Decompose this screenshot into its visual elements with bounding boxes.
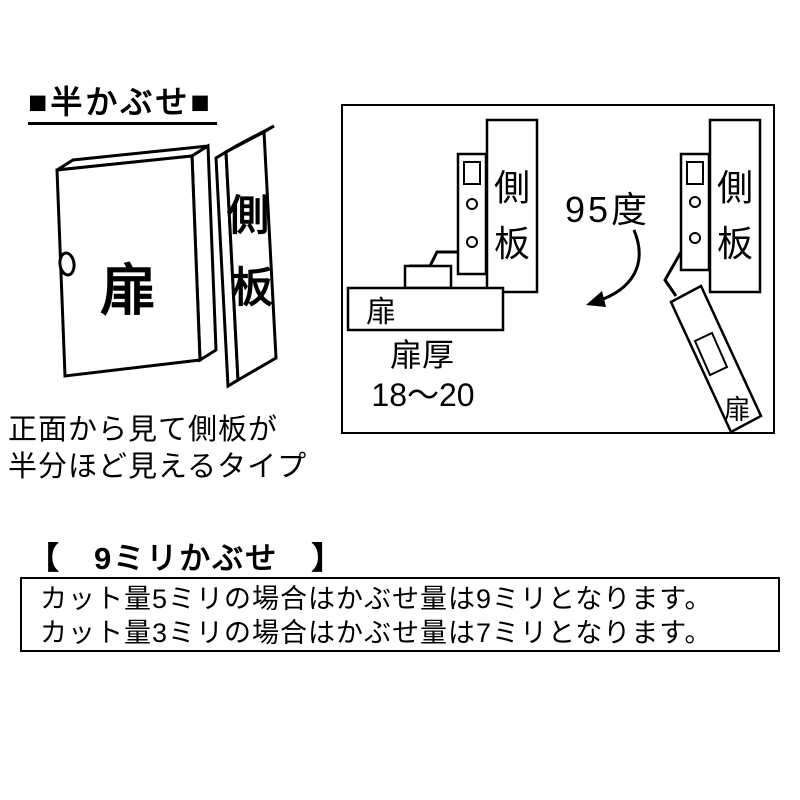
open-hinge-arm bbox=[663, 251, 683, 297]
closed-screw-top bbox=[466, 198, 478, 210]
door-front-face bbox=[55, 154, 202, 378]
rotation-arrow-head bbox=[586, 291, 606, 307]
door-thickness-label: 扉厚 bbox=[390, 337, 454, 373]
opening-angle-label: 95度 bbox=[565, 189, 650, 230]
overlay-note-line2: カット量3ミリの場合はかぶせ量は7ミリとなります。 bbox=[40, 618, 713, 648]
closed-hinge-cup bbox=[403, 264, 453, 290]
overlay-note-line1: カット量5ミリの場合はかぶせ量は9ミリとなります。 bbox=[40, 584, 713, 614]
closed-plate-detail bbox=[463, 161, 481, 185]
page-title: ■半かぶせ■ bbox=[28, 84, 217, 125]
side-panel-label-top: 側 bbox=[226, 192, 269, 239]
open-screw-top bbox=[689, 196, 701, 208]
closed-side-label-top: 側 bbox=[494, 167, 530, 208]
closed-mounting-plate bbox=[456, 152, 488, 276]
open-door-label: 扉 bbox=[724, 395, 751, 425]
open-hinge-cup bbox=[693, 331, 729, 377]
door-handle bbox=[58, 251, 76, 277]
front-view-caption-line1: 正面から見て側板が bbox=[8, 414, 279, 446]
open-side-label-bottom: 板 bbox=[717, 223, 753, 264]
door-thickness-value: 18〜20 bbox=[371, 377, 474, 413]
overlay-info-box: カット量5ミリの場合はかぶせ量は9ミリとなります。 カット量3ミリの場合はかぶせ… bbox=[20, 577, 780, 652]
closed-hinge-arm bbox=[409, 250, 458, 268]
open-screw-bottom bbox=[689, 232, 701, 244]
open-plate-detail bbox=[686, 161, 704, 185]
side-panel-front-face bbox=[224, 129, 278, 383]
overview-diagram: 扉 側 板 bbox=[55, 124, 278, 389]
front-view-caption: 正面から見て側板が 半分ほど見えるタイプ bbox=[8, 412, 307, 486]
overlay-heading: 【 9ミリかぶせ 】 bbox=[28, 541, 345, 576]
closed-door-label: 扉 bbox=[366, 296, 396, 329]
door-label: 扉 bbox=[100, 259, 156, 322]
hinge-detail-box: 側 板 扉 扉厚 18〜20 95度 側 板 bbox=[341, 104, 775, 434]
open-side-label-top: 側 bbox=[717, 167, 753, 208]
closed-door-board bbox=[346, 286, 505, 332]
rotation-arrow bbox=[594, 229, 641, 304]
front-view-caption-line2: 半分ほど見えるタイプ bbox=[8, 451, 308, 483]
closed-side-label-bottom: 板 bbox=[494, 223, 530, 264]
closed-screw-bottom bbox=[466, 236, 478, 248]
side-panel-label-bottom: 板 bbox=[231, 264, 273, 311]
closed-side-panel bbox=[485, 118, 539, 294]
hinge-diagram: 側 板 扉 扉厚 18〜20 95度 側 板 bbox=[346, 118, 763, 434]
